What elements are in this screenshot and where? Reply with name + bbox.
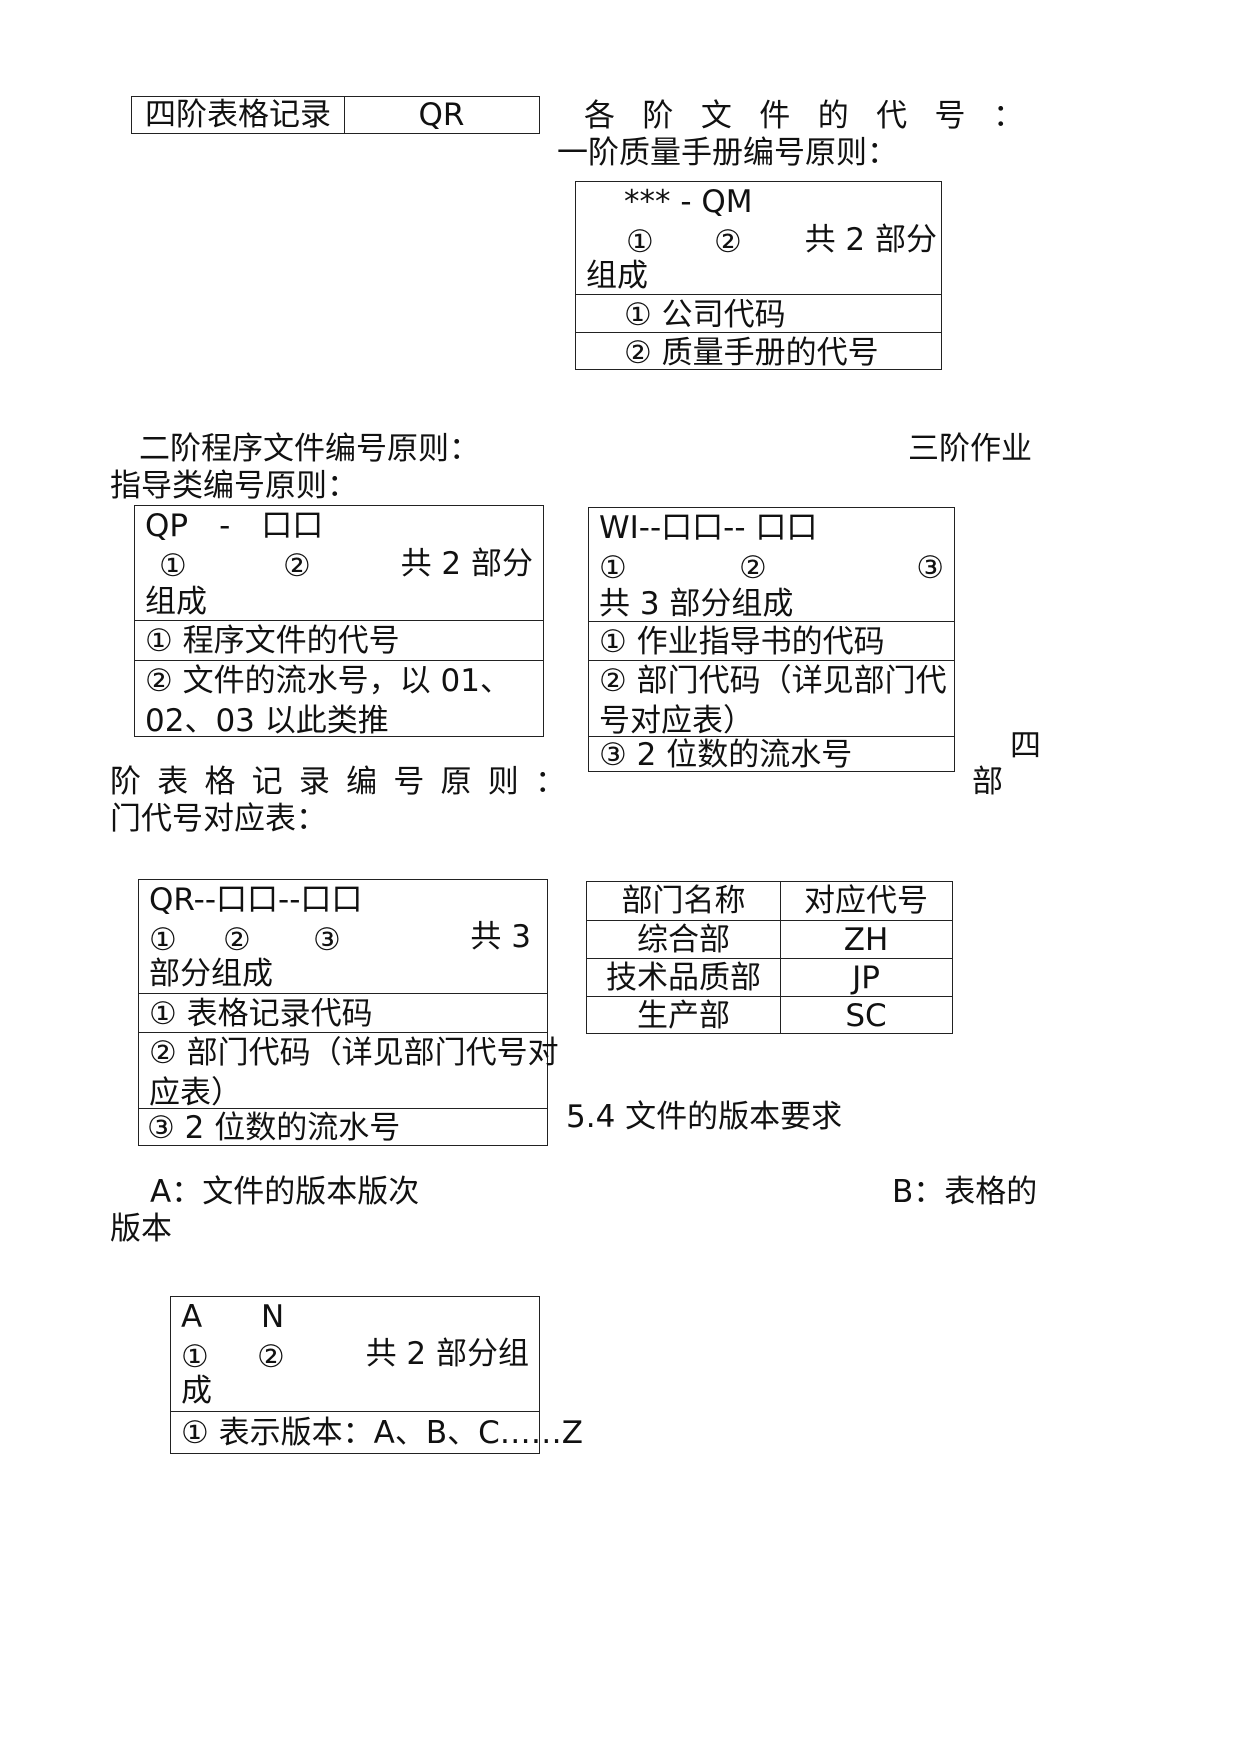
level2-row-1: ① 程序文件的代号 [135, 620, 543, 660]
level2-marker-2: ② [283, 548, 311, 584]
level4-box: QR--口口--口口 ① ② ③ 共 3 部分组成 ① 表格记录代码 ② 部门代… [138, 879, 559, 1146]
dept-table-title: 部 [972, 764, 1003, 800]
level4-title: 阶 表 格 记 录 编 号 原 则 ： [110, 764, 566, 800]
level2-row-2: ② 文件的流水号，以 01、 02、03 以此类推 [135, 660, 543, 739]
level1-marker-2: ② [714, 224, 742, 260]
level4-row-2: ② 部门代码（详见部门代号对 应表） [139, 1032, 559, 1111]
level4-format: QR--口口--口口 [149, 882, 363, 918]
dept-table-row: 技术品质部 JP [587, 958, 952, 996]
level4-row-3: ③ 2 位数的流水号 [139, 1108, 547, 1146]
version-a-label: A：文件的版本版次 [150, 1174, 420, 1210]
version-format-n: N [261, 1299, 285, 1335]
version-parts-cont: 成 [181, 1373, 212, 1409]
level3-box: WI--口口-- 口口 ① ② ③ 共 3 部分组成 ① 作业指导书的代码 ② … [588, 507, 955, 773]
level1-marker-1: ① [626, 224, 654, 260]
top-table: 四阶表格记录 QR [131, 96, 540, 134]
dept-table-header: 部门名称 对应代号 [621, 883, 929, 919]
level3-row-3: ③ 2 位数的流水号 [589, 736, 954, 773]
level1-row-2: ② 质量手册的代号 [576, 332, 941, 371]
version-format-a: A [181, 1299, 203, 1335]
level3-row-1: ① 作业指导书的代码 [589, 621, 954, 660]
section-5-4-heading: 5.4 文件的版本要求 [566, 1099, 843, 1135]
level3-parts: 共 3 部分组成 [599, 586, 794, 622]
level2-box: QP - 口口 ① ② 共 2 部分 组成 ① 程序文件的代号 ② 文件的流水号… [134, 505, 544, 739]
level3-format: WI--口口-- 口口 [599, 510, 818, 546]
level3-title-cont: 指导类编号原则： [110, 468, 358, 504]
dept-table-row: 综合部 ZH [587, 920, 952, 958]
level4-row-1: ① 表格记录代码 [139, 993, 547, 1032]
level4-parts: 共 3 [470, 919, 531, 955]
version-marker-1: ① [181, 1339, 209, 1375]
version-marker-2: ② [257, 1339, 285, 1375]
dept-table: 部门名称 对应代号 综合部 ZH 技术品质部 JP 生产部 SC [586, 881, 953, 1034]
version-row-1: ① 表示版本：A、B、C……Z [171, 1411, 583, 1453]
level2-parts-cont: 组成 [145, 584, 207, 620]
level3-title: 三阶作业 [908, 431, 1032, 467]
heading-file-codes: 各 阶 文 件 的 代 号 ： [584, 98, 1024, 134]
dept-table-row: 生产部 SC [587, 996, 952, 1034]
version-b-label: B：表格的 [892, 1174, 1038, 1210]
level3-marker-1: ① [599, 550, 627, 586]
level1-format: *** - QM [624, 184, 753, 220]
level3-marker-2: ② [739, 550, 767, 586]
level4-marker-1: ① [149, 922, 177, 958]
dept-table-title-cont: 门代号对应表： [110, 801, 327, 837]
level4-marker-3: ③ [313, 922, 341, 958]
level4-title-pre: 四 [1010, 728, 1041, 764]
level1-box: *** - QM ① ② 共 2 部分 组成 ① 公司代码 ② 质量手册的代号 [575, 181, 942, 371]
version-b-label-cont: 版本 [110, 1211, 172, 1247]
level2-title: 二阶程序文件编号原则： [139, 431, 480, 467]
version-parts: 共 2 部分组 [365, 1336, 529, 1372]
top-table-code: QR [418, 97, 465, 133]
level2-format: QP - 口口 [145, 508, 324, 544]
level1-title: 一阶质量手册编号原则： [557, 135, 898, 171]
level1-row-1: ① 公司代码 [576, 294, 941, 333]
level2-marker-1: ① [159, 548, 187, 584]
level1-parts-cont: 组成 [586, 258, 648, 294]
level4-parts-cont: 部分组成 [149, 956, 273, 992]
level2-parts: 共 2 部分 [400, 546, 533, 582]
level3-row-2: ② 部门代码（详见部门代 号对应表） [589, 660, 954, 739]
level1-parts: 共 2 部分 [804, 222, 937, 258]
version-box: A N ① ② 共 2 部分组 成 ① 表示版本：A、B、C……Z [170, 1296, 583, 1454]
level4-marker-2: ② [223, 922, 251, 958]
level3-marker-3: ③ [916, 550, 944, 586]
top-table-name: 四阶表格记录 [145, 97, 331, 133]
